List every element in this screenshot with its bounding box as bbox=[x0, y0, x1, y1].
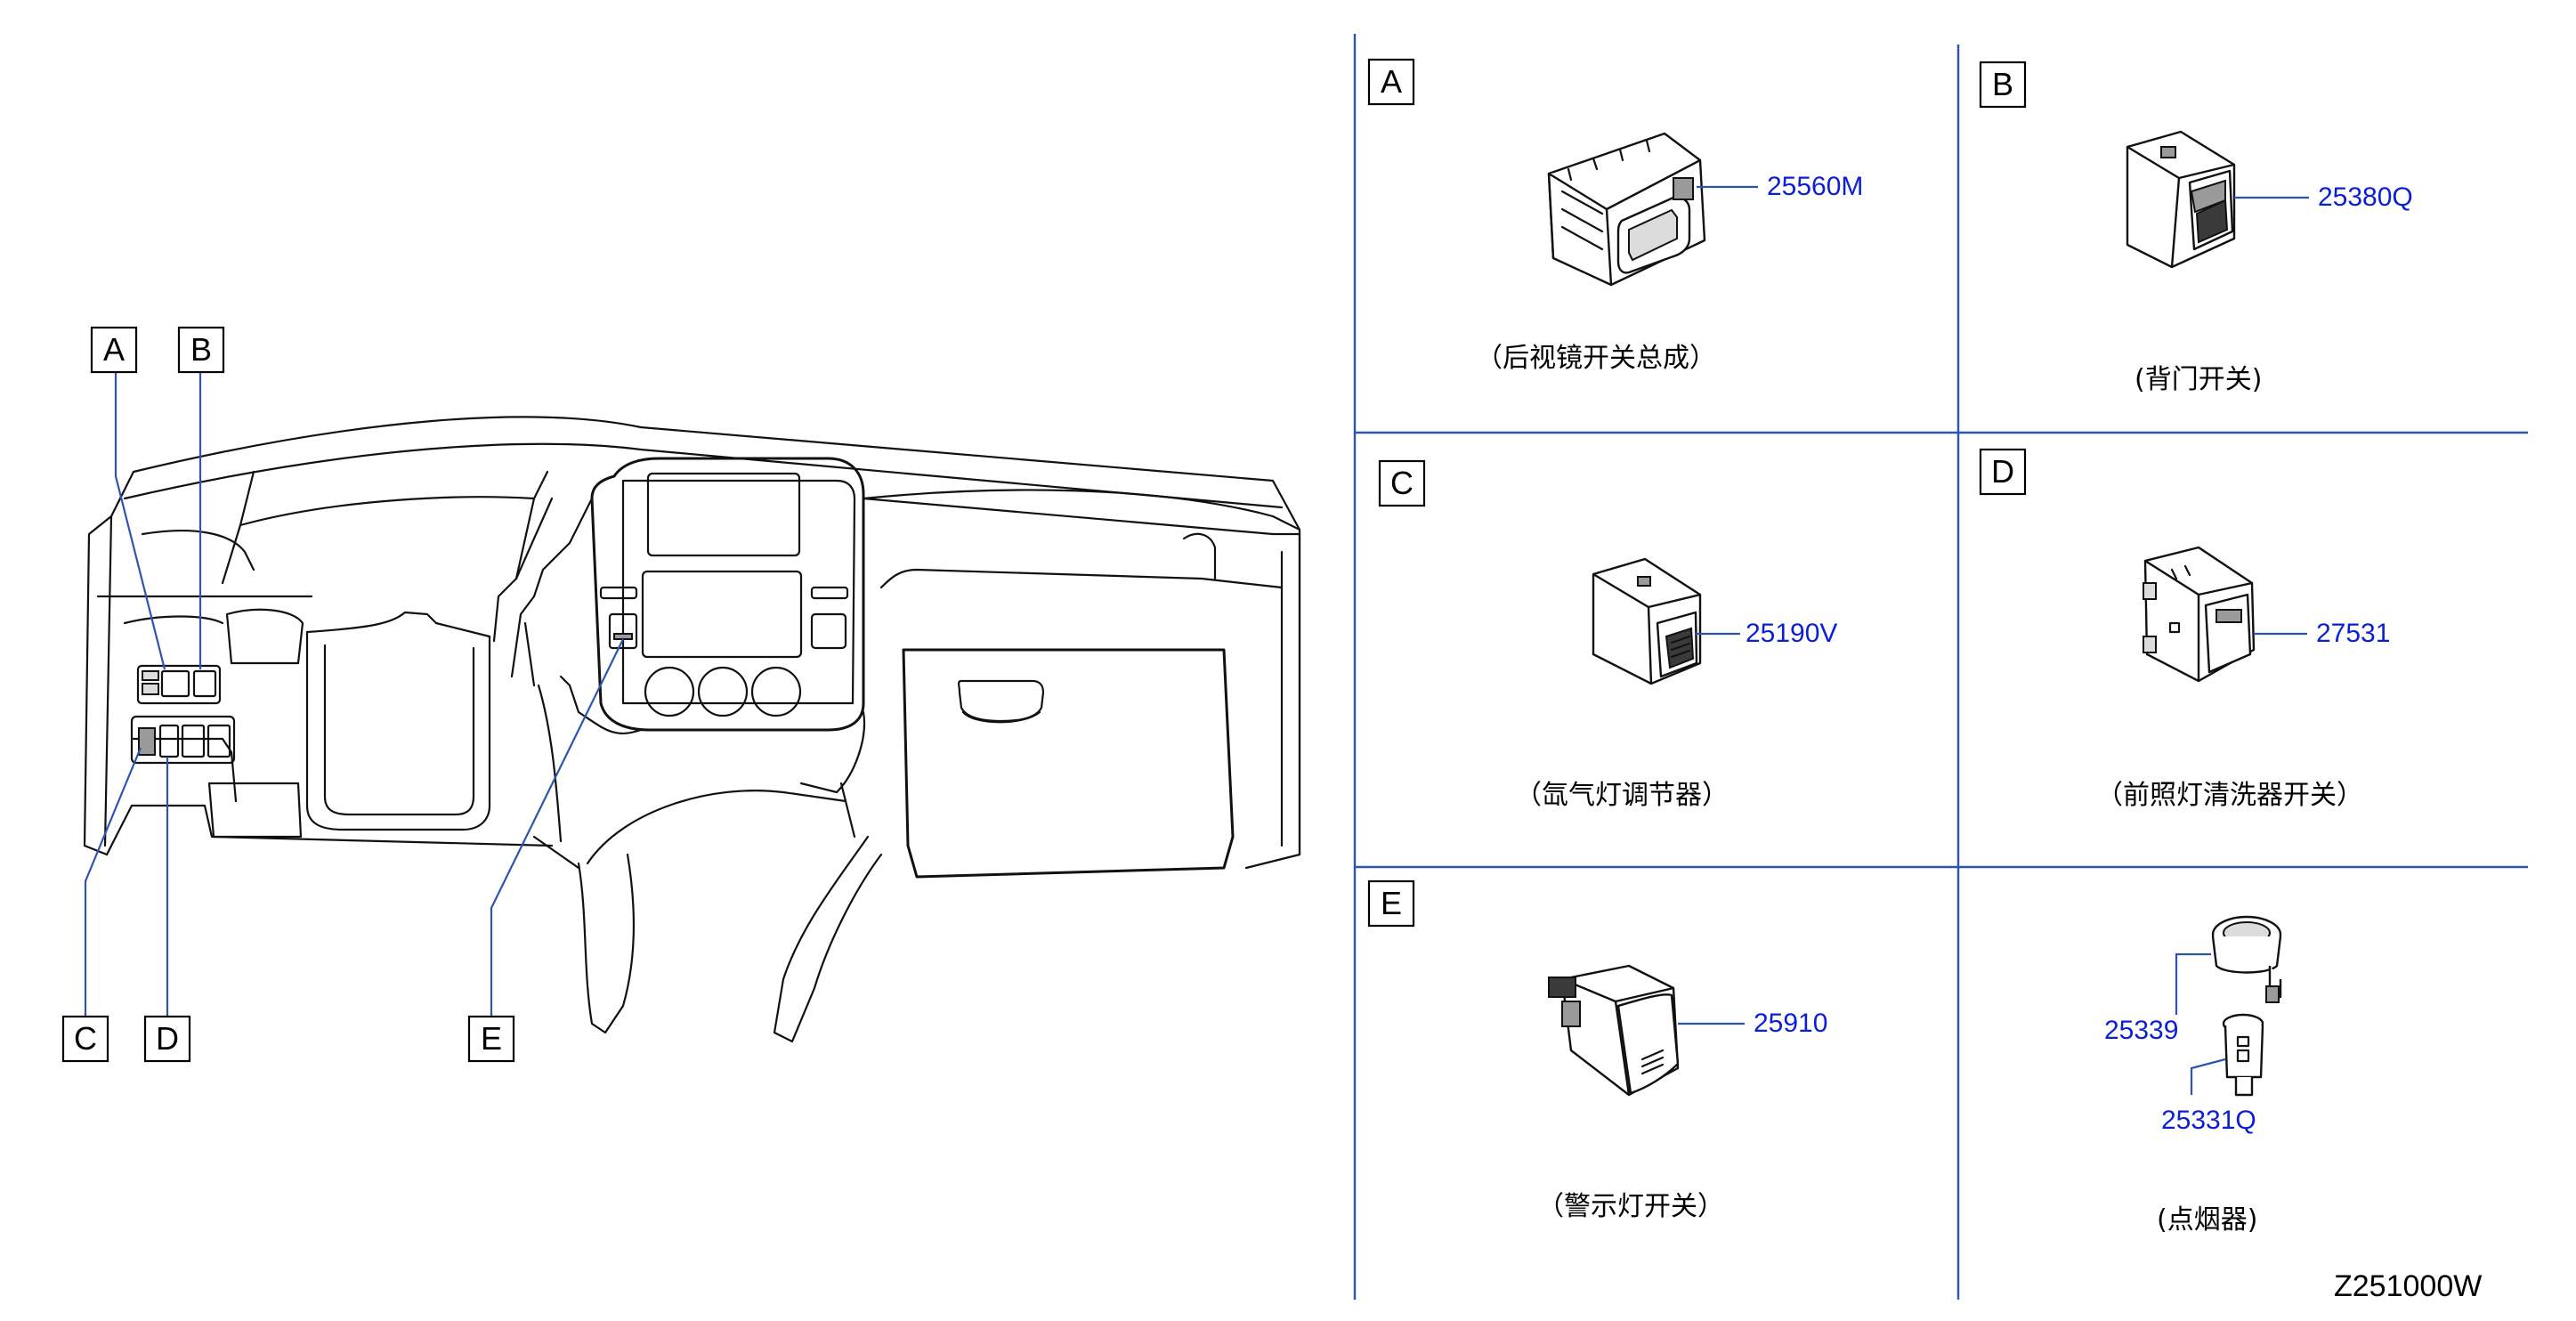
panel-a: A 25560M （后视镜开关总成） bbox=[1367, 58, 1863, 374]
dashboard-leaders bbox=[84, 372, 624, 1017]
headlamp-washer-switch-illustration bbox=[2143, 546, 2256, 683]
svg-text:25910: 25910 bbox=[1754, 1009, 1827, 1038]
svg-text:25339: 25339 bbox=[2104, 1016, 2178, 1045]
xenon-leveler-illustration bbox=[1592, 557, 1702, 685]
callout-e: E bbox=[467, 1015, 515, 1063]
panel-b: B 25380Q (背门开关) bbox=[1979, 61, 2413, 395]
callout-a: A bbox=[90, 326, 138, 374]
panel-c: C 25190V （氙气灯调节器） bbox=[1378, 459, 1837, 811]
svg-text:25331Q: 25331Q bbox=[2161, 1106, 2256, 1135]
svg-text:(背门开关): (背门开关) bbox=[2135, 364, 2262, 395]
svg-text:25380Q: 25380Q bbox=[2318, 182, 2413, 212]
dashboard-illustration bbox=[83, 416, 1301, 1043]
panel-d: D 27531 （前照灯清洗器开关） bbox=[1979, 448, 2390, 811]
parts-grid bbox=[1353, 34, 2528, 1300]
svg-text:A: A bbox=[1381, 63, 1402, 100]
svg-text:D: D bbox=[156, 1020, 179, 1057]
svg-text:（警示灯开关）: （警示灯开关） bbox=[1537, 1191, 1724, 1222]
svg-text:（后视镜开关总成）: （后视镜开关总成） bbox=[1476, 343, 1716, 374]
panel-cigarette-lighter: 25339 25331Q (点烟器) bbox=[2104, 915, 2282, 1236]
svg-text:B: B bbox=[1992, 66, 2013, 102]
hazard-switch-illustration bbox=[1548, 964, 1680, 1097]
svg-text:27531: 27531 bbox=[2316, 619, 2390, 648]
svg-text:（氙气灯调节器）: （氙气灯调节器） bbox=[1515, 780, 1729, 811]
svg-text:25560M: 25560M bbox=[1767, 172, 1863, 201]
svg-text:B: B bbox=[190, 331, 212, 368]
panel-e: E 25910 （警示灯开关） bbox=[1367, 879, 1827, 1222]
svg-text:C: C bbox=[1390, 465, 1414, 501]
svg-text:25190V: 25190V bbox=[1746, 619, 1837, 648]
diagram-code: Z251000W bbox=[2334, 1269, 2482, 1303]
lighter-element-illustration bbox=[2222, 1013, 2264, 1097]
svg-text:C: C bbox=[74, 1020, 97, 1057]
svg-text:A: A bbox=[103, 331, 125, 368]
svg-text:(点烟器): (点烟器) bbox=[2157, 1204, 2257, 1236]
callout-b: B bbox=[177, 326, 225, 374]
back-door-switch-illustration bbox=[2126, 130, 2236, 269]
svg-text:（前照灯清洗器开关）: （前照灯清洗器开关） bbox=[2096, 780, 2363, 811]
callout-c: C bbox=[61, 1015, 109, 1063]
callout-d: D bbox=[143, 1015, 191, 1063]
svg-text:E: E bbox=[1381, 885, 1402, 921]
svg-text:E: E bbox=[481, 1020, 502, 1057]
mirror-switch-illustration bbox=[1547, 132, 1706, 287]
svg-text:D: D bbox=[1991, 453, 2014, 490]
lighter-socket-illustration bbox=[2211, 915, 2282, 1003]
